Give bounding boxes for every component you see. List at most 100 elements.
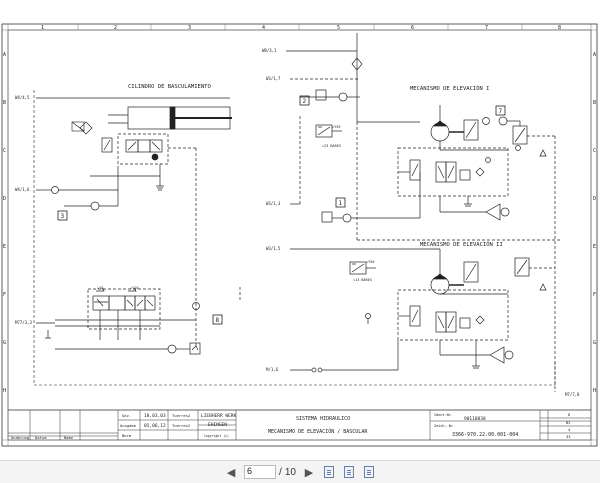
- page-total: 10: [284, 466, 296, 478]
- grid-number: 6: [411, 25, 414, 31]
- drawing-border: [7, 29, 592, 411]
- title-block-date: 05,06,12: [144, 423, 166, 429]
- grid-letter: C: [3, 148, 6, 154]
- fit-width-icon[interactable]: [322, 465, 336, 479]
- title-block-text: Änderung Datum Name Gez. Ausgabe Norm 18…: [11, 412, 571, 440]
- tilt-cylinder-circuit: CILINDRO DE BASCULAMIENTO W4/4,5 W4/1: [15, 84, 232, 348]
- title-block-col-label: Änderung: [11, 435, 29, 440]
- sheet-cell: 4: [568, 427, 571, 432]
- ref-box-label: 7: [499, 108, 503, 115]
- title-block-date: 18,03,03: [144, 413, 166, 419]
- title-block-row-label: Gez.: [122, 413, 131, 418]
- grid-letter: B: [3, 100, 6, 106]
- grid-letter: D: [3, 196, 6, 202]
- grid-letters-left: A B C D E F G H: [3, 52, 6, 394]
- ref-label: M77/3,3: [15, 320, 32, 325]
- company-name: LIEBHERR WERK: [201, 413, 237, 419]
- grid-letter: D: [593, 196, 596, 202]
- next-page-icon[interactable]: ▶: [304, 466, 314, 479]
- ref-label: W3/1,5: [266, 246, 281, 251]
- title-block-col-label: Name: [64, 435, 74, 440]
- hoist-1-title: MECANISMO DE ELEVACIÓN I: [410, 85, 489, 92]
- viewer-toolbar: ◀ 6 / 10 ▶: [0, 460, 600, 483]
- ref-label: W4/4,5: [15, 95, 30, 100]
- ref-box-label: 1: [339, 200, 343, 207]
- grid-number: 1: [41, 25, 44, 31]
- grid-number: 5: [337, 25, 340, 31]
- hydraulic-schematic-sheet: 1 2 3 4 5 6 7 8 A B C D E F G H A B C D …: [1, 23, 598, 447]
- ident-number: 90118838: [464, 416, 486, 422]
- grid-letter: A: [593, 52, 596, 58]
- grid-letters-right: A B C D E F G H: [593, 52, 596, 394]
- ref-label: M7/7,8: [565, 392, 580, 397]
- ref-label: W3/1,3: [266, 201, 281, 206]
- valve-block: [117, 133, 169, 165]
- hoist-mechanism-2: MECANISMO DE ELEVACIÓN II W3/1,5 +Y50 =1…: [266, 241, 580, 397]
- sheet-cell: 33: [566, 434, 571, 439]
- sheet-cell: B2: [566, 420, 571, 425]
- drawing-number-label: Zeich.-Nr.: [434, 424, 455, 428]
- title-block-name: Tuerres2: [172, 423, 190, 428]
- page-number-input[interactable]: 6: [244, 465, 277, 479]
- grid-numbers-top: 1 2 3 4 5 6 7 8: [41, 25, 561, 31]
- ref-box-1: [335, 197, 346, 208]
- grid-letter: E: [3, 244, 6, 250]
- title-block-row-label: Ausgabe: [120, 423, 137, 428]
- grid-letter: H: [3, 388, 6, 394]
- grid-number: 2: [114, 25, 117, 31]
- grid-letter: B: [593, 100, 596, 106]
- grid-number: 8: [558, 25, 561, 31]
- copyright: Copyright (c): [204, 434, 229, 438]
- hoist-2-title: MECANISMO DE ELEVACIÓN II: [420, 241, 503, 248]
- company-location: EHINGEN: [208, 422, 227, 428]
- sheet-cell: D: [568, 412, 571, 417]
- grid-letter: F: [593, 292, 596, 298]
- drawing-subtitle: MECANISMO DE ELEVACIÓN / BASCULAR: [268, 428, 368, 435]
- hoist-mechanism-1: MECANISMO DE ELEVACIÓN I W8/3,1 W3/1,7 2…: [262, 33, 560, 392]
- sheet-frame: [1, 23, 598, 447]
- ref-box-8: [212, 314, 223, 325]
- svg-text:+Y49: +Y49: [332, 125, 340, 129]
- drawing-title: SISTEMA HIDRAULICO: [296, 416, 350, 422]
- pressure-setting: =13 BARES: [353, 278, 372, 282]
- tilt-cylinder-title: CILINDRO DE BASCULAMIENTO: [128, 84, 211, 90]
- grid-number: 4: [262, 25, 265, 31]
- hoist-valve-block-1: [397, 147, 509, 197]
- svg-text:+Y50: +Y50: [366, 260, 374, 264]
- ref-box-7: [495, 105, 506, 116]
- prev-page-icon[interactable]: ◀: [226, 466, 236, 479]
- grid-letter: E: [593, 244, 596, 250]
- title-block-name: Tuerres2: [172, 413, 190, 418]
- ref-label: M/1,6: [266, 367, 279, 372]
- ref-label: W8/3,1: [262, 48, 277, 53]
- ref-box-label: 3: [61, 213, 65, 220]
- ref-box-2: [299, 95, 310, 106]
- hoist-valve-block-2: [397, 289, 509, 341]
- grid-letter: G: [593, 340, 596, 346]
- grid-letter: G: [3, 340, 6, 346]
- pressure-setting: =23 BARES: [322, 144, 341, 148]
- ref-label: W3/1,7: [266, 76, 281, 81]
- grid-letter: C: [593, 148, 596, 154]
- grid-letter: H: [593, 388, 596, 394]
- page-indicator: 6 / 10: [244, 465, 296, 479]
- fullscreen-icon[interactable]: [362, 465, 376, 479]
- grid-letter: F: [3, 292, 6, 298]
- svg-text:+Y5: +Y5: [97, 286, 103, 290]
- control-valve-group: +Y5 +Y10 M77/3,3 8: [15, 286, 241, 355]
- title-block-col-label: Datum: [35, 435, 47, 440]
- page-separator: /: [279, 466, 282, 478]
- ref-box-3: [57, 210, 68, 221]
- title-block-row-label: Norm: [122, 433, 132, 438]
- title-block: [7, 409, 592, 441]
- svg-text:+Y10: +Y10: [130, 286, 138, 290]
- grid-number: 7: [485, 25, 488, 31]
- ref-box-label: 2: [303, 98, 307, 105]
- grid-letter: A: [3, 52, 6, 58]
- ref-label: W4/1,6: [15, 187, 30, 192]
- dashed-return-lines: [33, 90, 556, 386]
- grid-number: 3: [188, 25, 191, 31]
- ident-label: Ident-Nr.: [434, 413, 453, 417]
- fit-page-icon[interactable]: [342, 465, 356, 479]
